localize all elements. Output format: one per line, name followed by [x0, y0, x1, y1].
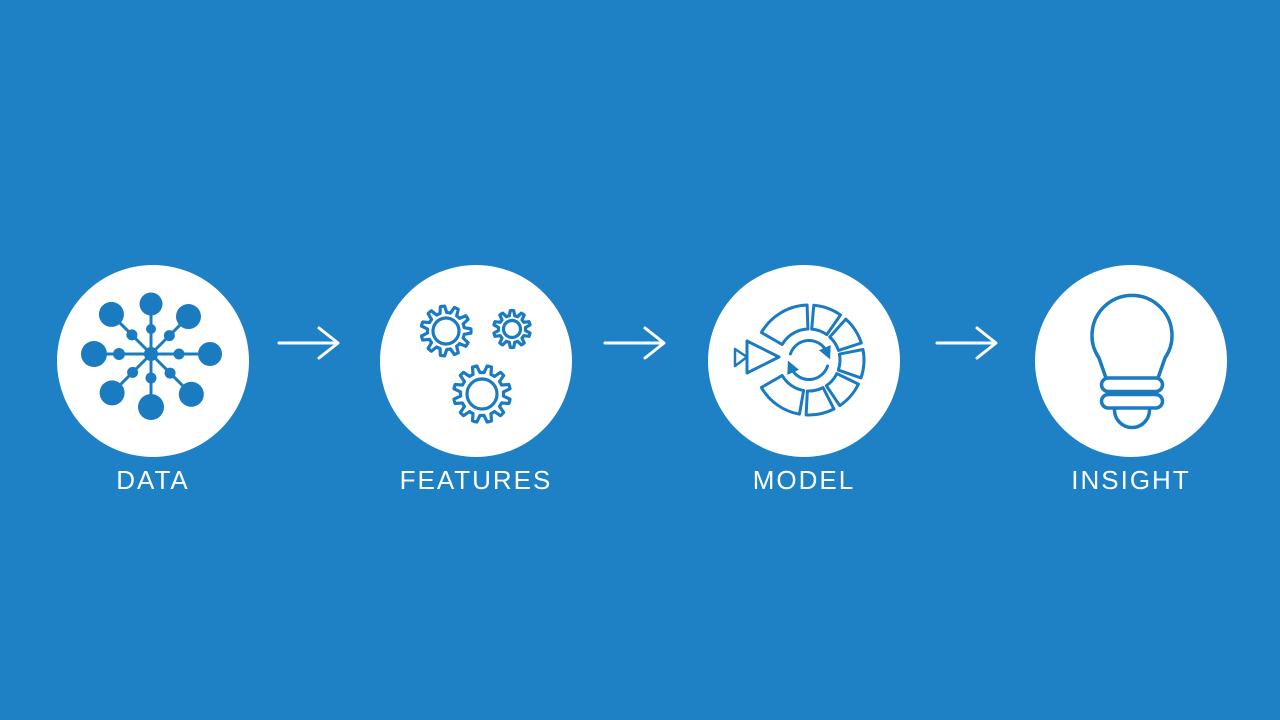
model-stage-circle [708, 265, 900, 457]
lightbulb-icon [1090, 293, 1174, 430]
arrow-right-icon [277, 326, 340, 360]
features-stage-circle [380, 265, 572, 457]
stage-label-features: FEATURES [399, 465, 553, 495]
arrow-right-icon [935, 326, 998, 360]
stage-label-model: MODEL [752, 465, 856, 495]
network-hub-icon [81, 292, 222, 420]
gears-icon [419, 304, 532, 424]
stage-label-data: DATA [116, 465, 190, 495]
data-stage-circle [57, 265, 249, 457]
insight-stage-circle [1035, 265, 1227, 457]
arrow-right-icon [603, 326, 666, 360]
stage-label-insight: INSIGHT [1071, 465, 1191, 495]
model-cycle-wheel-icon [733, 303, 866, 417]
